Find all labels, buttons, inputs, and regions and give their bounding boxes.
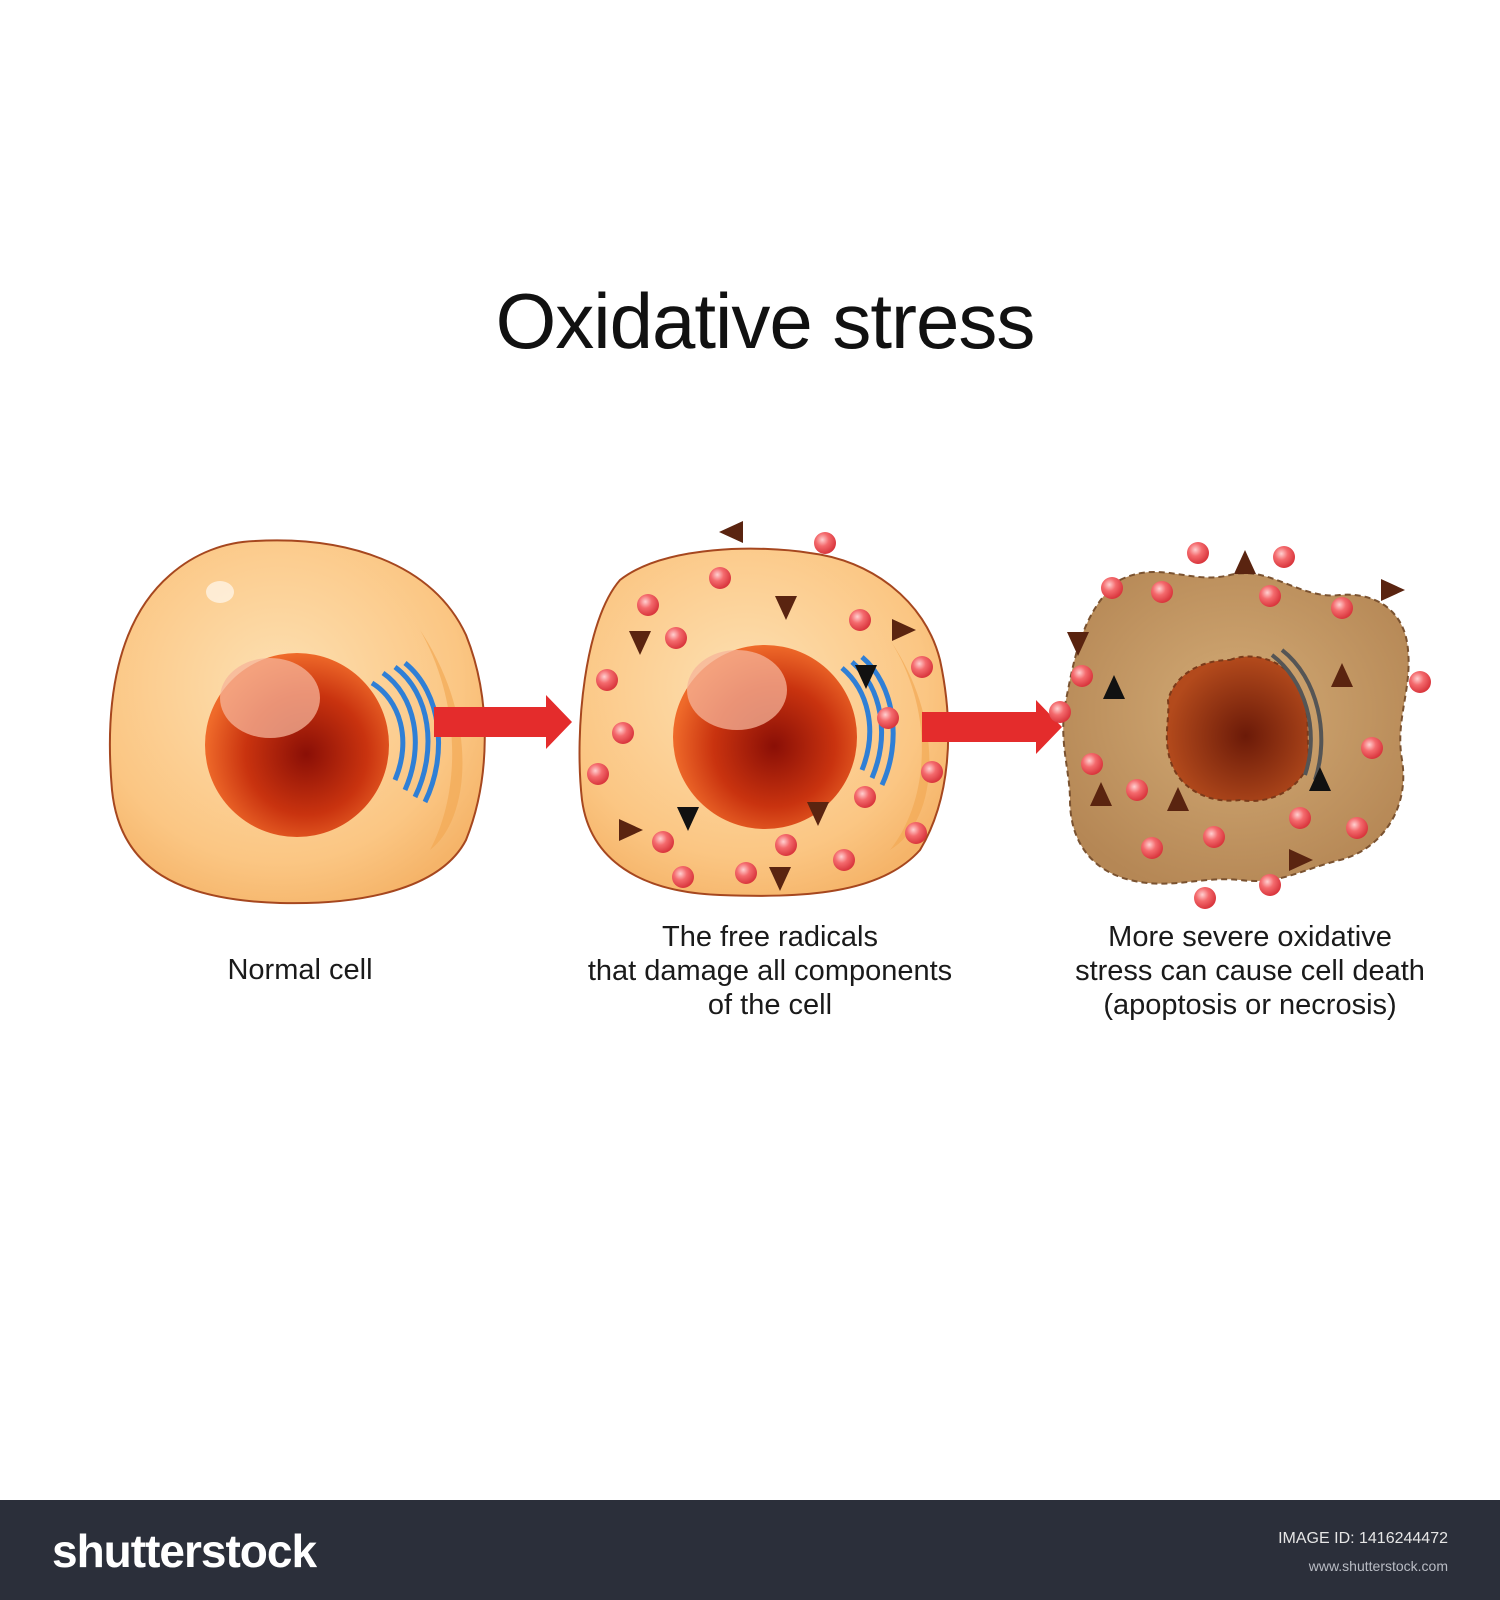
- free-radical-icon: [1049, 701, 1071, 723]
- free-radical-icon: [709, 567, 731, 589]
- diagram-title: Oxidative stress: [495, 277, 1036, 365]
- free-radical-icon: [905, 822, 927, 844]
- golgi-icon: [370, 661, 442, 804]
- free-radical-icon: [854, 786, 876, 808]
- triangle-particle-icon: [807, 802, 829, 826]
- free-radical-icon: [1071, 665, 1093, 687]
- normal-cell-inner-shading: [420, 630, 463, 850]
- normal-cell-highlight: [206, 581, 234, 603]
- triangle-particle-icon: [619, 819, 643, 841]
- free-radical-icon: [652, 831, 674, 853]
- stage-label-free-radicals: The free radicals that damage all compon…: [587, 921, 953, 1021]
- free-radical-icon: [814, 532, 836, 554]
- normal-cell: [108, 539, 486, 905]
- free-radical-icon: [672, 866, 694, 888]
- dying-cell: [1062, 571, 1410, 885]
- stage-label-normal-cell: Normal cell: [227, 954, 373, 986]
- triangle-particle-icon: [769, 867, 791, 891]
- stressed-cell-inner-shading: [890, 640, 930, 850]
- free-radical-icon: [1187, 542, 1209, 564]
- triangle-particle-icon: [1234, 550, 1256, 574]
- triangle-particles: [619, 521, 1405, 891]
- free-radical-icon: [1273, 546, 1295, 568]
- normal-nucleolus-highlight: [220, 658, 320, 738]
- free-radical-icon: [1081, 753, 1103, 775]
- footer-bar: shutterstock IMAGE ID: 1416244472 www.sh…: [0, 1500, 1500, 1600]
- free-radical-icon: [1259, 585, 1281, 607]
- free-radical-icon: [775, 834, 797, 856]
- free-radical-icon: [1126, 779, 1148, 801]
- triangle-particle-icon: [719, 521, 743, 543]
- free-radical-icon: [612, 722, 634, 744]
- free-radical-icon: [877, 707, 899, 729]
- free-radical-icon: [1259, 874, 1281, 896]
- free-radical-icon: [587, 763, 609, 785]
- triangle-particle-icon: [677, 807, 699, 831]
- golgi-icon: [1270, 648, 1324, 781]
- free-radical-icon: [1346, 817, 1368, 839]
- triangle-particle-icon: [1289, 849, 1313, 871]
- image-id: IMAGE ID: 1416244472: [1278, 1530, 1448, 1547]
- dying-nucleus: [1165, 655, 1312, 802]
- free-radical-icon: [596, 669, 618, 691]
- red-arrow-icon: [434, 695, 572, 749]
- free-radical-icon: [1409, 671, 1431, 693]
- triangle-particle-icon: [1381, 579, 1405, 601]
- triangle-particle-icon: [1331, 663, 1353, 687]
- free-radical-icon: [1331, 597, 1353, 619]
- stage-label-cell-death: More severe oxidative stress can cause c…: [1075, 921, 1425, 1021]
- free-radical-icon: [637, 594, 659, 616]
- free-radical-icon: [1141, 837, 1163, 859]
- free-radical-icon: [1151, 581, 1173, 603]
- triangle-particle-icon: [892, 619, 916, 641]
- triangle-particle-icon: [1309, 767, 1331, 791]
- oxidative-stress-diagram: [108, 521, 1431, 909]
- free-radical-icon: [1203, 826, 1225, 848]
- brand-logo[interactable]: shutterstock: [52, 1525, 317, 1577]
- free-radicals: [587, 532, 1431, 909]
- site-url[interactable]: www.shutterstock.com: [1308, 1558, 1448, 1574]
- free-radical-icon: [833, 849, 855, 871]
- free-radical-icon: [1289, 807, 1311, 829]
- free-radical-icon: [1361, 737, 1383, 759]
- free-radical-icon: [911, 656, 933, 678]
- free-radical-icon: [735, 862, 757, 884]
- triangle-particle-icon: [1090, 782, 1112, 806]
- free-radical-icon: [921, 761, 943, 783]
- triangle-particle-icon: [1103, 675, 1125, 699]
- red-arrow-icon: [922, 700, 1062, 754]
- stressed-nucleolus-highlight: [687, 650, 787, 730]
- triangle-particle-icon: [775, 596, 797, 620]
- triangle-particle-icon: [1167, 787, 1189, 811]
- free-radical-icon: [665, 627, 687, 649]
- triangle-particle-icon: [629, 631, 651, 655]
- free-radical-icon: [849, 609, 871, 631]
- free-radical-icon: [1101, 577, 1123, 599]
- free-radical-icon: [1194, 887, 1216, 909]
- triangle-particle-icon: [855, 665, 877, 689]
- triangle-particle-icon: [1067, 632, 1089, 656]
